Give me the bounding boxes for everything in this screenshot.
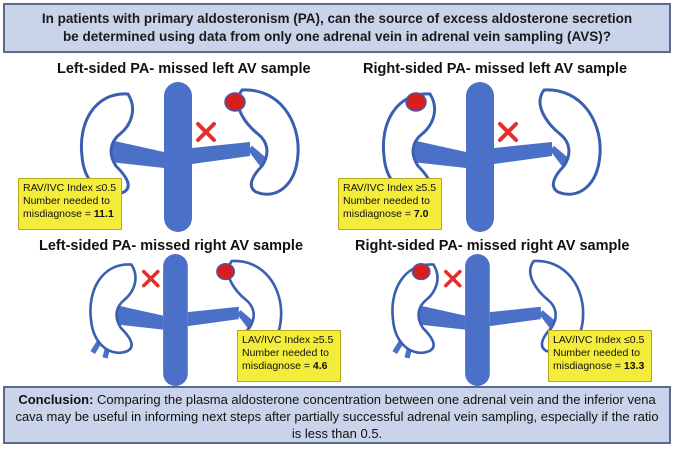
panel-1-index: RAV/IVC Index ≤0.5 [23, 182, 117, 194]
left-kidney [528, 259, 585, 354]
question-line-2: be determined using data from only one a… [62, 29, 612, 44]
panel-4-note: LAV/IVC Index ≤0.5 Number needed to misd… [548, 330, 652, 382]
panel-1-title: Left-sided PA- missed left AV sample [57, 61, 311, 77]
panel-3-diagram [89, 254, 283, 386]
panel-3-index: LAV/IVC Index ≥5.5 [242, 334, 334, 346]
panel-2-nn-value: 7.0 [413, 208, 429, 220]
missed-right-av-cross [444, 269, 462, 288]
panel-4-nn-value: 13.3 [623, 360, 645, 372]
panel-4-nn-label: Number needed to [553, 347, 640, 359]
panel-2-title: Right-sided PA- missed left AV sample [363, 61, 628, 77]
left-renal-vein [192, 142, 250, 164]
panel-1-nn-label: Number needed to [23, 195, 110, 207]
conclusion-label: Conclusion: [18, 392, 94, 407]
left-kidney [538, 88, 602, 196]
right-renal-vein [110, 140, 164, 168]
panel-2-nn-label: Number needed to [343, 195, 430, 207]
right-kidney [391, 263, 439, 355]
left-adrenal-tumor [224, 92, 246, 112]
panel-4-title: Right-sided PA- missed right AV sample [355, 238, 630, 254]
panel-3-mis-label: misdiagnose = [242, 360, 313, 372]
panel-4-mis-label: misdiagnose = [553, 360, 624, 372]
panel-3-note: LAV/IVC Index ≥5.5 Number needed to misd… [237, 330, 341, 382]
missed-left-av-cross [498, 122, 518, 142]
question-box: In patients with primary aldosteronism (… [3, 3, 671, 53]
missed-right-av-cross [142, 269, 160, 288]
panel-3-nn-value: 4.6 [312, 360, 328, 372]
right-renal-vein [417, 305, 466, 330]
inferior-vena-cava [465, 254, 490, 386]
right-adrenal-tumor [405, 92, 427, 112]
panel-3-nn-label: Number needed to [242, 347, 329, 359]
panel-1-mis-label: misdiagnose = [23, 208, 94, 220]
panel-2-mis-label: misdiagnose = [343, 208, 414, 220]
left-renal-vein [494, 142, 552, 164]
inferior-vena-cava [466, 82, 494, 232]
inferior-vena-cava [163, 254, 188, 386]
question-line-1: In patients with primary aldosteronism (… [41, 11, 633, 26]
conclusion-box: Conclusion: Comparing the plasma aldoste… [3, 386, 671, 444]
panel-1-note: RAV/IVC Index ≤0.5 Number needed to misd… [18, 178, 122, 230]
panel-2-note: RAV/IVC Index ≥5.5 Number needed to misd… [338, 178, 442, 230]
panel-3-title: Left-sided PA- missed right AV sample [39, 238, 304, 254]
panel-4-diagram [391, 254, 585, 386]
right-adrenal-tumor [411, 263, 431, 281]
panel-4-index: LAV/IVC Index ≤0.5 [553, 334, 645, 346]
left-adrenal-tumor [216, 263, 236, 281]
conclusion-text: Comparing the plasma aldosterone concent… [15, 392, 659, 441]
panel-2-index: RAV/IVC Index ≥5.5 [343, 182, 437, 194]
right-renal-vein [412, 140, 466, 168]
panel-1-nn-value: 11.1 [93, 208, 114, 220]
left-kidney [236, 88, 300, 196]
missed-left-av-cross [196, 122, 216, 142]
left-renal-vein [489, 306, 541, 327]
right-renal-vein [115, 305, 164, 330]
right-kidney [89, 263, 137, 355]
left-renal-vein [187, 306, 239, 327]
right-kidney [79, 92, 134, 196]
panel-2-diagram [381, 82, 602, 232]
inferior-vena-cava [164, 82, 192, 232]
